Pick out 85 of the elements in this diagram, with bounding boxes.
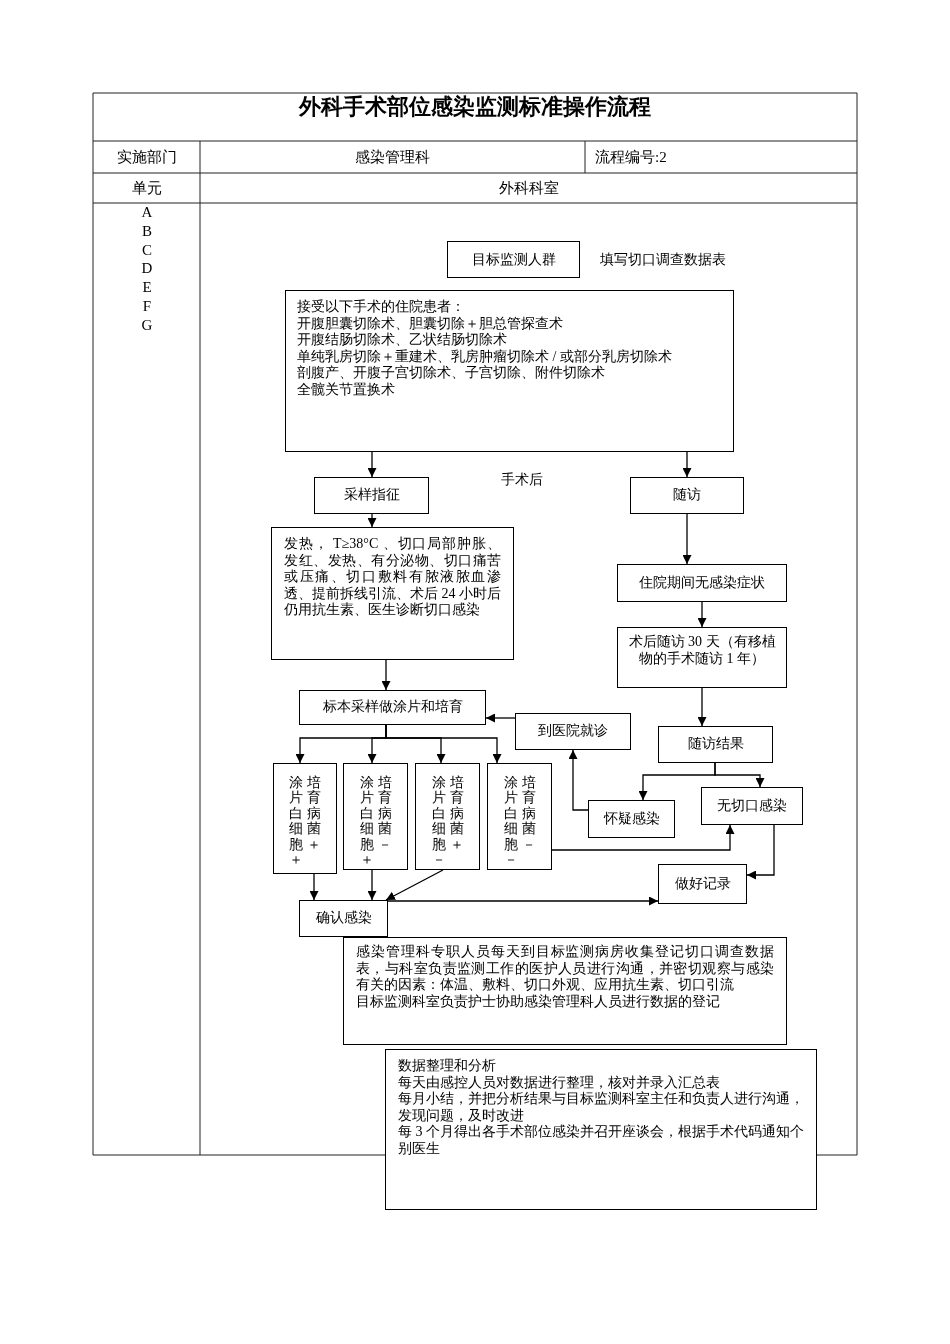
process-box [385,1049,817,1210]
step-letter: C [142,240,152,259]
process-box [273,763,337,874]
note-text: 填写切口调查数据表 [600,251,726,269]
step-text: 感染管理科专职人员每天到目标监测病房收集登记切口调查数据表，与科室负责监测工作的医护人员进行沟通，并密切观察与感染有关的因素：体温、敷料、切口外观、应用抗生素、切口引流 [356,944,774,994]
step-text: 每月小结，并把分析结果与目标监测科室主任和负责人进行沟通，发现问题，及时改进 [398,1091,804,1124]
step-text: 目标监测科室负责护士协助感染管理科人员进行数据的登记 [356,993,721,1010]
vertical-text: 涂片白细胞－ [503,775,518,868]
step-text: 住院期间无感染症状 [639,574,765,592]
process-box [588,800,675,838]
vertical-text: 培育病菌－ [377,775,392,852]
arrow [309,873,319,901]
arrow [367,513,377,528]
step-text: 怀疑感染 [603,810,660,828]
step-letter: G [141,315,153,334]
note-text: 手术后 [501,471,543,489]
process-box [285,290,734,452]
list-item: 开腹结肠切除术、乙状结肠切除术 [297,332,507,349]
arrow [697,601,707,628]
arrow [551,824,735,851]
step-text: 术后随访 30 天（有移植物的手术随访 1 年） [628,634,776,667]
vertical-text: 涂片白细胞＋ [359,775,374,868]
step-text: 随访 [673,487,701,504]
step-letter: F [142,297,152,315]
process-box [299,690,486,725]
process-box [299,900,388,937]
step-text: 采样指征 [343,487,400,504]
process-box [343,763,408,870]
process-box [658,726,773,763]
field-label: 单元 [131,179,162,197]
step-text: 标本采样做涂片和培育 [322,699,463,716]
arrow [387,896,659,906]
step-letter: B [142,221,152,240]
arrow [682,451,692,478]
arrow [714,762,765,788]
process-box [415,763,480,870]
process-box [314,477,429,514]
field-value: 感染管理科 [355,148,430,166]
step-letter: D [141,259,153,278]
step-text: 无切口感染 [717,797,787,815]
step-letter: E [142,278,152,297]
step-letter: A [141,203,153,221]
step-text: 每天由感控人员对数据进行整理，核对并录入汇总表 [398,1074,721,1091]
title: 外科手术部位感染监测标准操作流程 [299,94,651,120]
field-label: 流程编号:2 [595,148,667,166]
arrow [385,869,444,901]
list-item: 开腹胆囊切除术、胆囊切除＋胆总管探查术 [297,315,563,332]
arrow [485,713,516,723]
process-box [271,527,514,660]
field-label: 实施部门 [116,148,177,166]
field-value: 外科科室 [498,179,559,197]
process-box [515,713,631,750]
process-box [701,787,803,825]
step-text: 目标监测人群 [471,251,556,268]
heading-text: 数据整理和分析 [398,1058,497,1075]
arrow [367,451,377,478]
list-item: 全髋关节置换术 [297,381,395,398]
vertical-text: 培育病菌＋ [449,775,464,852]
step-text: 随访结果 [687,736,744,753]
vertical-text: 涂片白细胞－ [431,775,446,868]
list-item: 单纯乳房切除＋重建术、乳房肿瘤切除术 / 或部分乳房切除术 [297,348,672,365]
step-text: 到医院就诊 [538,723,608,740]
process-box [630,477,744,514]
vertical-text: 涂片白细胞＋ [289,775,303,868]
arrow [746,824,775,880]
list-item: 剖腹产、开腹子宫切除术、子宫切除、附件切除术 [297,365,605,382]
arrow [367,869,377,901]
arrow [381,659,391,691]
process-box [343,937,787,1045]
arrow [682,513,692,565]
step-text: 接受以下手术的住院患者： [297,299,465,316]
step-text: 做好记录 [674,875,731,893]
process-box [658,864,747,904]
arrow [568,749,589,811]
process-box [487,763,552,870]
vertical-text: 培育病菌＋ [307,775,321,852]
process-box [617,627,787,688]
step-text: 确认感染 [315,910,372,927]
arrow [385,724,502,764]
process-box [617,564,787,602]
step-text: 每 3 个月得出各手术部位感染并召开座谈会，根据手术代码通知个别医生 [398,1124,804,1157]
step-text: 发热， T≥38°C 、切口局部肿胀、发红、发热、有分泌物、切口痛苦或压痛、切口敷料有脓液脓血渗透、提前拆线引流、术后 24 小时后仍用抗生素、医生诊断切口感染 [284,536,501,619]
arrow [697,687,707,727]
vertical-text: 培育病菌－ [521,775,536,852]
process-box [447,241,580,278]
